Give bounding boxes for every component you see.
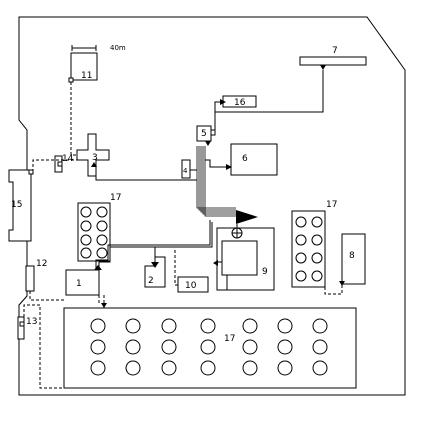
unit-8-label: 8 [349,251,355,261]
unit-11-port [68,77,74,83]
unit-12-label: 12 [36,259,47,269]
unit-6-label: 6 [242,154,248,164]
scale-label: 40m [110,44,126,52]
unit-13-box [17,316,25,340]
unit-11-box [70,52,98,81]
unit-5-label: 5 [201,129,207,139]
unit-17-left-label: 17 [110,193,121,203]
unit-17-bottom-circles [90,318,328,376]
unit-14-port [57,161,63,167]
unit-3-arrow [91,162,97,167]
scale-bar: 40m [71,44,126,52]
unit-1-box [65,269,100,296]
unit-7-label: 7 [332,46,338,56]
unit-7-box [299,56,367,66]
unit-6-arrow [226,164,232,170]
manifold-arrow [236,210,258,224]
unit-9-label: 9 [262,267,268,277]
unit-12-box [25,265,35,292]
unit-17-left-circles [80,206,108,259]
unit-2-label: 2 [148,276,154,286]
unit-6-box [230,143,278,176]
unit-17-right-label: 17 [326,200,337,210]
unit-15-box [8,169,32,242]
unit-3-label: 3 [92,153,98,163]
unit-5-arrow [205,141,211,146]
unit-10-label: 10 [185,281,197,291]
flow-arrows [94,260,345,308]
unit-8-box [341,233,366,285]
dashed-pipes [23,82,343,389]
unit-16-arrow [220,99,226,105]
unit-16-label: 16 [234,98,246,108]
unit-14-label: 14 [62,154,74,164]
unit-13-port [19,321,25,327]
unit-1-label: 1 [76,279,82,289]
unit-11-label: 11 [81,71,92,81]
unit-17-right-circles [295,216,323,282]
unit-17-bottom-label: 17 [224,334,235,344]
unit-15-port [28,169,34,175]
unit-4-box [181,159,191,179]
unit-5-box [196,125,212,142]
unit-9-inner-box [221,240,258,276]
unit-15-label: 15 [11,200,22,210]
solid-pipes [95,70,324,290]
unit-7-arrow [320,65,326,70]
unit-4-label: 4 [183,167,188,175]
unit-13-label: 13 [26,317,37,327]
